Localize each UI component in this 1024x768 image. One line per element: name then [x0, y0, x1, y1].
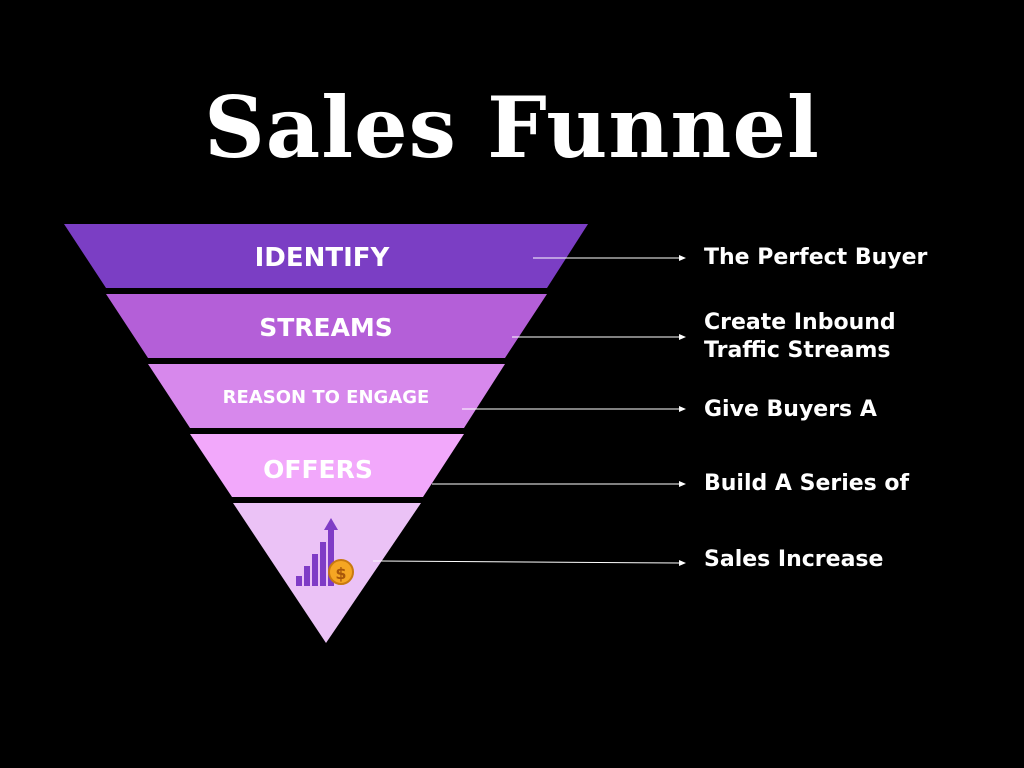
stage-label-identify: IDENTIFY: [255, 243, 391, 273]
coin-symbol: $: [335, 564, 346, 583]
funnel-stage-sales: [233, 503, 421, 643]
funnel-stage-reason-to-engage: [148, 364, 505, 428]
stage-label-reason-to-engage: REASON TO ENGAGE: [223, 387, 430, 408]
connector-arrowhead-identify: [679, 255, 686, 261]
coin-icon: [328, 559, 354, 585]
stage-description-offers: Build A Series of: [704, 471, 910, 496]
icon-bar-3: [312, 554, 318, 586]
connector-arrowhead-reason-to-engage: [679, 406, 686, 412]
connector-arrowhead-offers: [679, 481, 686, 487]
stage-description-sales: Sales Increase: [704, 547, 884, 572]
page-title: Sales Funnel: [204, 78, 820, 177]
stage-description-reason-to-engage: Give Buyers A: [704, 397, 877, 422]
icon-bar-4: [320, 542, 326, 586]
icon-bar-2: [304, 566, 310, 586]
icon-bar-1: [296, 576, 302, 586]
connector-arrowhead-sales: [679, 560, 686, 566]
funnel-stage-offers: [190, 434, 464, 497]
sales-growth-chart-icon: $: [296, 518, 354, 586]
connector-line-sales: [372, 560, 681, 564]
stage-description-identify: The Perfect Buyer: [704, 245, 928, 270]
stage-label-streams: STREAMS: [259, 313, 393, 342]
arrow-up-icon: [324, 518, 338, 530]
icon-bar-5: [328, 528, 334, 586]
stage-description-streams: Create Inbound Traffic Streams: [704, 310, 896, 363]
funnel-stage-identify: [64, 224, 588, 288]
funnel-stage-streams: [106, 294, 547, 358]
connector-lines: [372, 255, 686, 566]
stage-label-offers: OFFERS: [263, 455, 373, 484]
connector-arrowhead-streams: [679, 334, 686, 340]
